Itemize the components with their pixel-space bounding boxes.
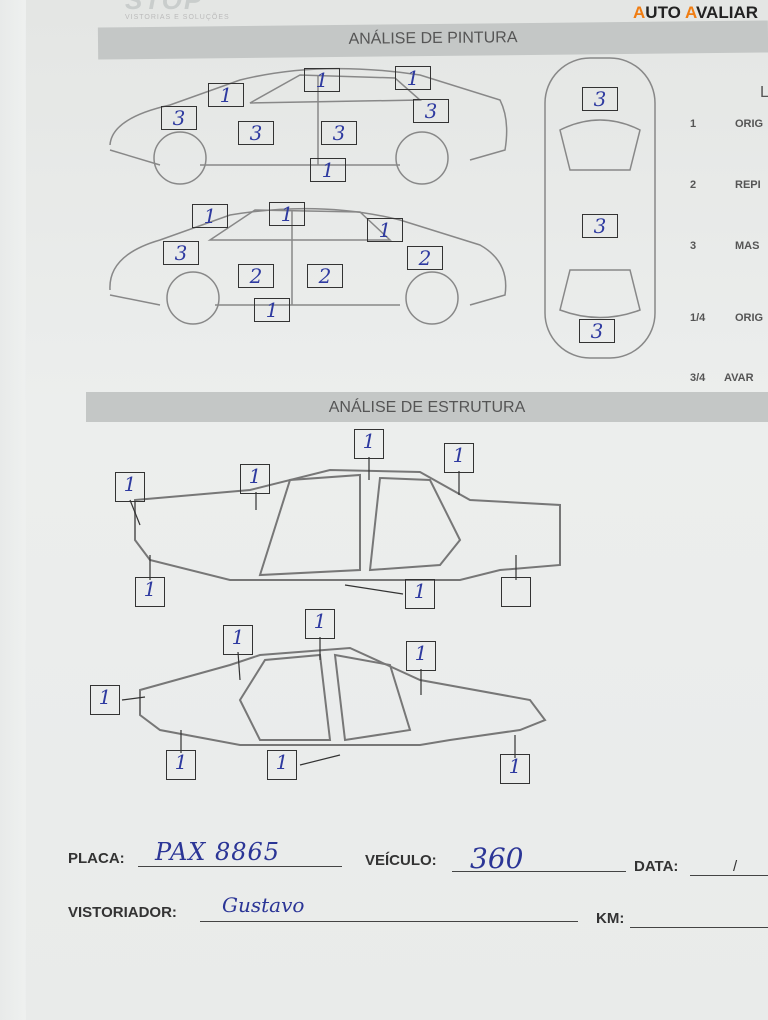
car-side-view-2 [109,207,507,325]
vistoriador-signature[interactable]: Gustavo [222,893,305,917]
veiculo-label: VEÍCULO: [365,852,437,869]
paint-box-side1[interactable]: 1 [395,66,431,90]
vistoriador-line [200,921,578,922]
legend-code: 2 [690,179,697,191]
paint-box-side2[interactable]: 2 [307,264,343,288]
legend-heading: L [760,84,768,101]
legend-label: AVAR [724,372,754,384]
structure-box-1[interactable] [501,577,531,607]
placa-field[interactable]: PAX 8865 [155,838,281,866]
legend-label: ORIG [735,118,764,130]
paint-box-side2[interactable]: 2 [238,264,274,288]
veiculo-field[interactable]: 360 [470,842,524,875]
company-logo: STOP [125,0,204,15]
paint-box-side2[interactable]: 1 [192,204,228,228]
paint-box-top[interactable]: 3 [582,214,618,238]
legend-code: 1 [690,118,697,130]
structure-box-1[interactable]: 1 [240,464,270,494]
structure-box-2[interactable]: 1 [500,754,530,784]
legend-code: 1/4 [690,312,706,324]
km-label: KM: [596,910,625,927]
structure-view-1 [134,468,561,581]
placa-label: PLACA: [68,850,125,867]
structure-box-1[interactable]: 1 [135,577,165,607]
structure-box-2[interactable]: 1 [90,685,120,715]
structure-box-1[interactable]: 1 [115,472,145,502]
paint-box-side2[interactable]: 1 [254,298,290,322]
structure-view-2 [139,646,547,746]
paint-box-side1[interactable]: 1 [304,68,340,92]
data-line [690,875,768,876]
structure-box-1[interactable]: 1 [354,429,384,459]
paint-box-side1[interactable]: 3 [321,121,357,145]
structure-box-2[interactable]: 1 [223,625,253,655]
paint-box-side2[interactable]: 1 [269,202,305,226]
car-side-view-1 [109,67,508,185]
paint-box-side1[interactable]: 3 [238,121,274,145]
car-top-view [544,57,656,359]
data-field[interactable]: / [733,858,738,875]
legend-label: ORIG [735,312,764,324]
structure-box-1[interactable]: 1 [444,443,474,473]
veiculo-line [452,871,626,872]
paint-box-side1[interactable]: 3 [413,99,449,123]
leader-lines [121,457,517,766]
km-line[interactable] [630,927,768,928]
paint-box-side1[interactable]: 1 [310,158,346,182]
structure-box-2[interactable]: 1 [267,750,297,780]
vistoriador-label: VISTORIADOR: [68,904,177,921]
placa-line [138,866,342,867]
legend-code: 3/4 [690,372,706,384]
legend-code: 3 [690,240,697,252]
paint-box-side2[interactable]: 1 [367,218,403,242]
structure-box-2[interactable]: 1 [166,750,196,780]
legend-label: REPI [735,179,761,191]
paint-box-side1[interactable]: 1 [208,83,244,107]
company-tagline: VISTORIAS E SOLUÇÕES [125,14,230,21]
structure-box-2[interactable]: 1 [305,609,335,639]
legend-label: MAS [735,240,760,252]
paint-box-top[interactable]: 3 [582,87,618,111]
paint-box-side1[interactable]: 3 [161,106,197,130]
paint-box-side2[interactable]: 2 [407,246,443,270]
paint-box-side2[interactable]: 3 [163,241,199,265]
inspection-sheet [26,0,768,1020]
auto-avaliar-watermark: AUTO AVALIAR [633,3,758,22]
structure-box-1[interactable]: 1 [405,579,435,609]
paint-box-top[interactable]: 3 [579,319,615,343]
data-label: DATA: [634,858,679,875]
structure-section-title: ANÁLISE DE ESTRUTURA [86,392,768,422]
structure-box-2[interactable]: 1 [406,641,436,671]
